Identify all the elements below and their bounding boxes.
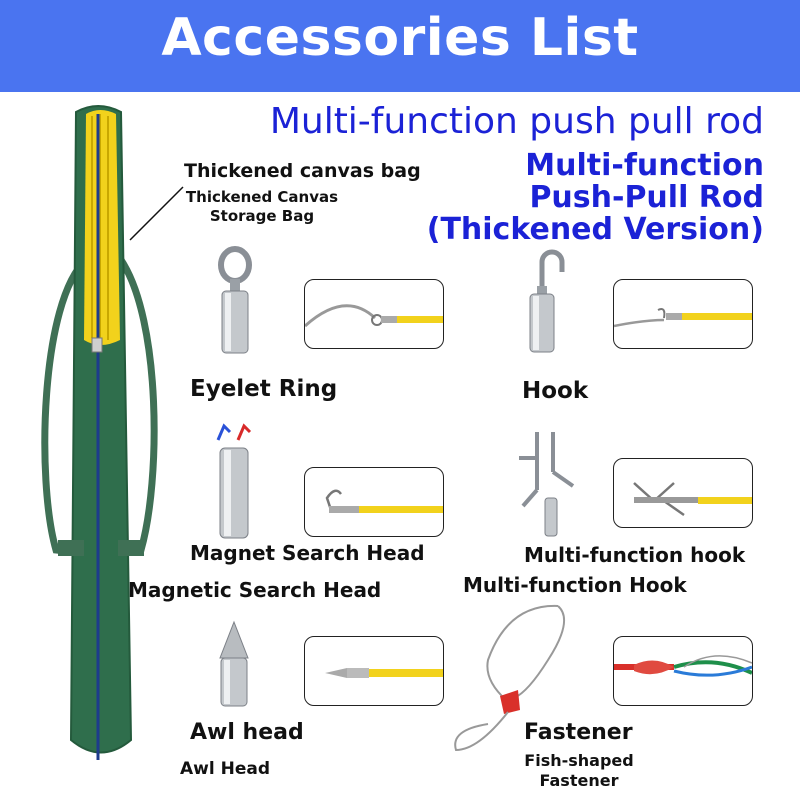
product-subtitle-line: Push-Pull Rod [529, 180, 764, 215]
magnet-head-preview [304, 467, 444, 537]
fastener-sublabel-line: Fastener [539, 771, 619, 790]
fastener-sublabel-line: Fish-shaped [524, 751, 634, 770]
bag-label: Thickened canvas bag [184, 160, 421, 182]
awl-head-label: Awl head [190, 720, 304, 745]
fastener-image [454, 604, 565, 752]
hook-label: Hook [522, 378, 589, 404]
fastener-label: Fastener [524, 720, 633, 745]
awl-head-preview [304, 636, 444, 706]
magnet-head-label: Magnet Search Head [190, 541, 425, 565]
bag-sublabel-line: Thickened Canvas [185, 188, 339, 206]
magnet-head-image [219, 447, 249, 539]
canvas-bag-image [41, 105, 158, 760]
hook-image [529, 249, 565, 353]
eyelet-ring-image [218, 246, 252, 354]
multi-hook-sublabel: Multi-function Hook [463, 573, 687, 597]
bag-sublabel-line: Storage Bag [209, 207, 315, 225]
product-subtitle: Multi-function Push-Pull Rod (Thickened … [427, 150, 764, 246]
multi-hook-label: Multi-function hook [524, 543, 746, 567]
eyelet-ring-preview [304, 279, 444, 349]
fastener-preview [613, 636, 753, 706]
page-title: Accessories List [161, 8, 639, 68]
product-title: Multi-function push pull rod [269, 101, 764, 142]
magnet-head-sublabel: Magnetic Search Head [128, 578, 382, 602]
hook-preview [613, 279, 753, 349]
header-banner: Accessories List [0, 0, 800, 92]
magnet-arrows-icon [216, 423, 252, 441]
bag-pointer-line [129, 186, 184, 241]
multi-hook-image [519, 432, 575, 537]
bag-sublabel: Thickened Canvas Storage Bag [180, 188, 344, 226]
awl-head-sublabel: Awl Head [180, 759, 271, 779]
multi-hook-preview [613, 458, 753, 528]
awl-head-image [219, 620, 249, 707]
eyelet-ring-label: Eyelet Ring [190, 376, 338, 402]
product-subtitle-line: (Thickened Version) [426, 212, 764, 247]
product-subtitle-line: Multi-function [525, 148, 764, 183]
fastener-sublabel: Fish-shaped Fastener [520, 751, 638, 791]
